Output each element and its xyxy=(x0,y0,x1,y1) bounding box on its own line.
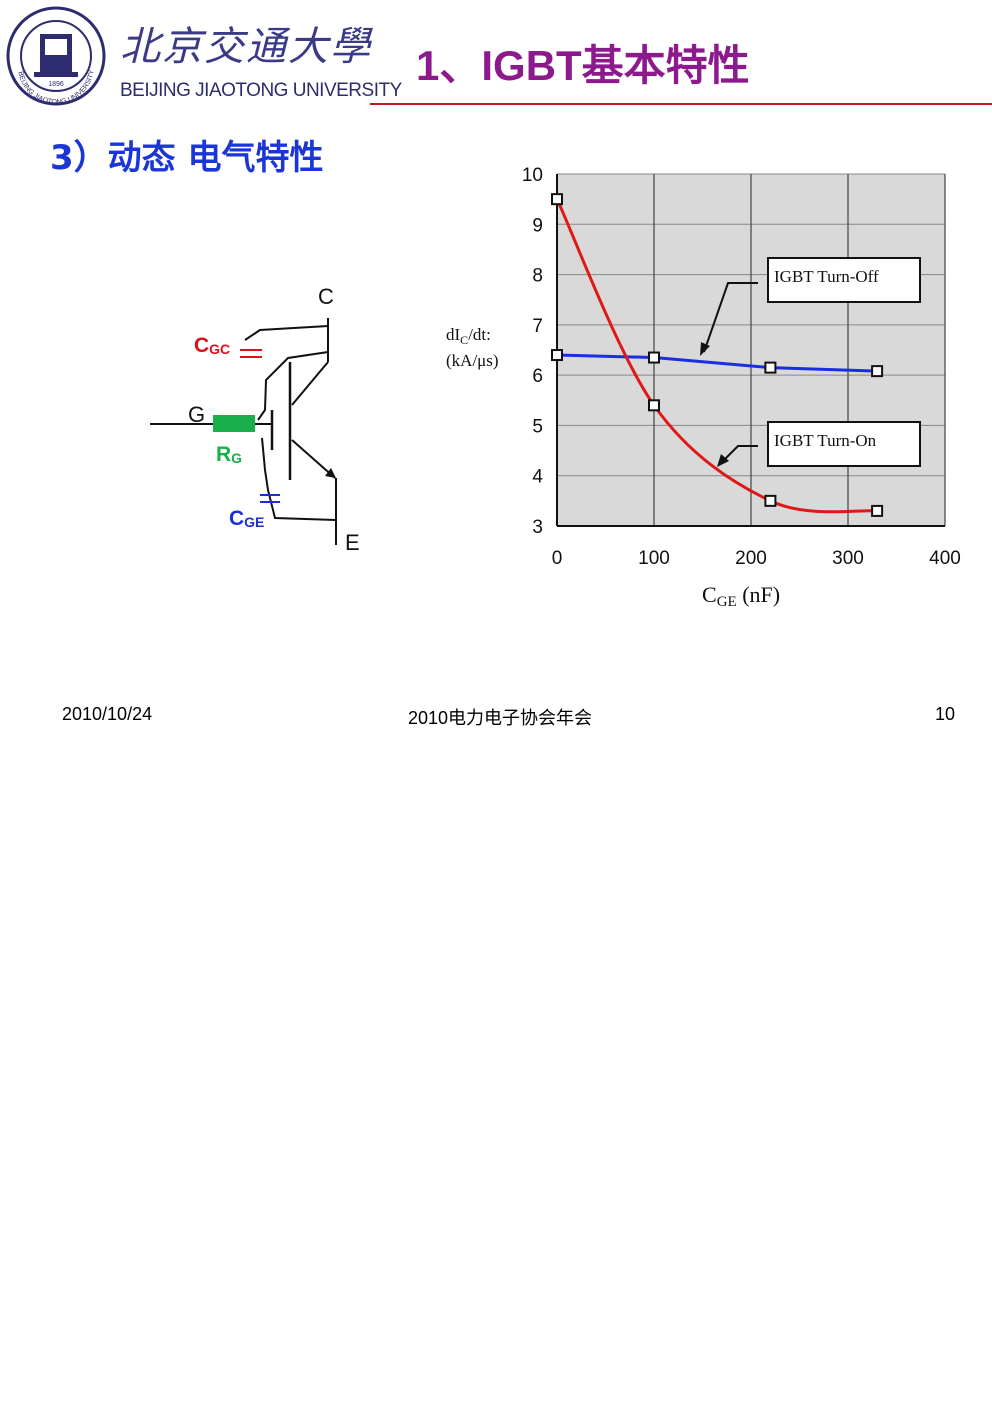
data-point-marker xyxy=(551,193,563,206)
cgc-wire xyxy=(244,325,329,341)
y-tick-label: 8 xyxy=(532,266,543,287)
data-point-marker xyxy=(764,494,777,507)
emitter-arrow-icon xyxy=(325,468,336,478)
annotation-arrow-turn-off xyxy=(703,282,758,353)
x-tick-labels: 0 100 200 300 400 xyxy=(552,548,961,569)
x-tick-label: 300 xyxy=(832,548,864,569)
y-tick-label: 3 xyxy=(532,517,543,538)
y-axis-label-line2: (kA/μs) xyxy=(446,351,499,370)
cgc-capacitor-icon xyxy=(240,349,262,358)
seal-year: 1896 xyxy=(48,81,64,88)
data-point-marker xyxy=(648,351,660,364)
section-heading: 3）动态 电气特性 xyxy=(50,138,324,178)
data-point-marker xyxy=(551,349,563,362)
rg-label: RG xyxy=(216,443,242,466)
data-point-marker xyxy=(648,399,660,412)
y-tick-label: 6 xyxy=(532,366,543,387)
terminal-label-c: C xyxy=(318,284,334,309)
arrow-head-turn-off-icon xyxy=(700,342,710,356)
igbt-circuit-diagram: C CGC G RG CGE E xyxy=(150,284,360,555)
x-tick-label: 400 xyxy=(929,548,961,569)
annotation-turn-off: IGBT Turn-Off xyxy=(774,267,879,286)
y-tick-label: 9 xyxy=(532,215,543,236)
annotation-box-turn-on xyxy=(767,421,921,467)
university-seal-logo: 1896 BEIJING JIAOTONG UNIVERSITY xyxy=(6,6,106,106)
y-tick-label: 5 xyxy=(532,416,543,437)
y-tick-labels: 3 4 5 6 7 8 9 10 xyxy=(522,165,544,538)
emitter-line xyxy=(291,439,336,479)
cge-wire xyxy=(261,437,337,521)
chart-series xyxy=(555,198,878,514)
annotation-arrow-turn-on xyxy=(721,445,758,463)
terminal-label-g: G xyxy=(188,402,205,427)
x-tick-label: 200 xyxy=(735,548,767,569)
title-divider xyxy=(370,103,992,105)
cge-label: CGE xyxy=(229,507,264,530)
y-axis-label-line1: dIC/dt: xyxy=(446,325,491,347)
annotation-turn-on: IGBT Turn-On xyxy=(774,431,877,450)
data-point-marker xyxy=(871,504,884,517)
series-line-turn-on xyxy=(555,198,878,514)
x-tick-label: 100 xyxy=(638,548,670,569)
slide-title: 1、IGBT基本特性 xyxy=(416,42,750,89)
university-name-cn: 北京交通大學 xyxy=(120,24,372,70)
x-axis-label: CGE (nF) xyxy=(702,582,780,610)
university-name-en: BEIJING JIAOTONG UNIVERSITY xyxy=(120,80,402,101)
footer-conference: 2010电力电子协会年会 xyxy=(408,708,593,728)
arrow-head-turn-on-icon xyxy=(717,454,729,467)
terminal-label-e: E xyxy=(345,530,360,555)
collector-junction xyxy=(291,361,329,406)
x-tick-label: 0 xyxy=(552,548,563,569)
y-tick-label: 7 xyxy=(532,316,543,337)
chart-markers xyxy=(551,193,884,517)
footer-page-number: 10 xyxy=(935,704,956,724)
series-line-turn-off xyxy=(556,353,878,373)
data-point-marker xyxy=(764,361,777,374)
y-tick-label: 10 xyxy=(522,165,543,186)
y-tick-label: 4 xyxy=(532,467,543,488)
gate-resistor-rg xyxy=(213,415,255,432)
cgc-label: CGC xyxy=(194,334,230,357)
collector-wire xyxy=(257,325,329,421)
annotation-box-turn-off xyxy=(767,257,921,303)
footer-date: 2010/10/24 xyxy=(62,704,153,724)
cge-capacitor-icon xyxy=(260,494,280,503)
data-point-marker xyxy=(871,365,884,378)
